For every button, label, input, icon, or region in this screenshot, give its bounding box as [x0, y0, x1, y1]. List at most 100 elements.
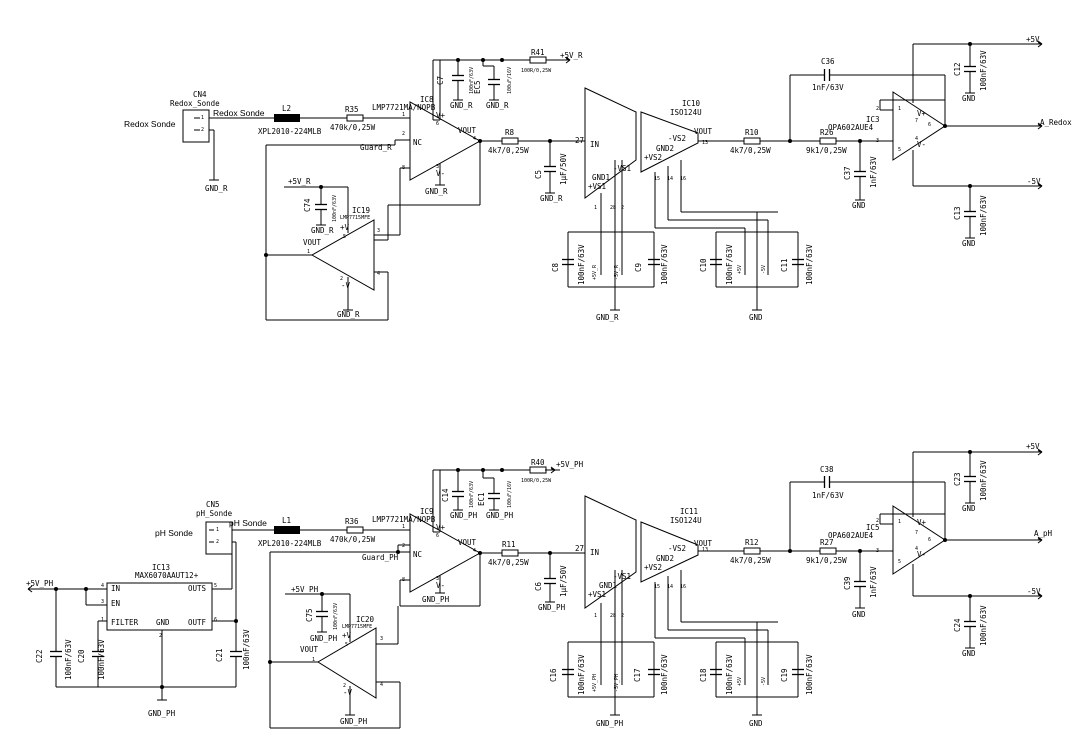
svg-text:ISO124U: ISO124U — [670, 108, 702, 117]
svg-text:1nF/63V: 1nF/63V — [812, 491, 844, 500]
redox-guard-label: Guard_R — [360, 143, 392, 152]
svg-text:VOUT: VOUT — [458, 538, 477, 547]
svg-text:15: 15 — [654, 584, 660, 590]
svg-text:4k7/0,25W: 4k7/0,25W — [730, 556, 771, 565]
svg-text:16: 16 — [680, 176, 686, 182]
svg-text:1: 1 — [307, 249, 310, 255]
svg-text:1nF/63V: 1nF/63V — [869, 156, 878, 188]
svg-text:100nF/63V: 100nF/63V — [469, 67, 475, 94]
svg-text:GND: GND — [962, 239, 976, 248]
svg-text:4: 4 — [380, 682, 383, 688]
svg-text:+V: +V — [340, 223, 350, 232]
svg-text:100uF/16V: 100uF/16V — [507, 481, 513, 508]
svg-text:R12: R12 — [745, 538, 759, 547]
svg-text:IC13: IC13 — [152, 563, 170, 572]
redox-isolation-amp-left — [584, 87, 637, 199]
svg-text:100nF/63V: 100nF/63V — [979, 460, 988, 501]
svg-text:XPL2010-224MLB: XPL2010-224MLB — [258, 127, 322, 136]
svg-text:2: 2 — [876, 106, 879, 112]
svg-text:3: 3 — [380, 636, 383, 642]
svg-text:+5V: +5V — [737, 677, 743, 686]
ph-connector — [205, 521, 233, 555]
svg-text:GND_R: GND_R — [596, 313, 619, 322]
svg-text:IN: IN — [590, 548, 599, 557]
svg-text:100nF/63V: 100nF/63V — [333, 603, 339, 630]
svg-text:GND_R: GND_R — [311, 226, 334, 235]
redox-output-amp-ic3 — [892, 91, 946, 161]
svg-text:VOUT: VOUT — [303, 238, 322, 247]
ph-output-amp-ic5 — [892, 505, 946, 575]
svg-text:9k1/0,25W: 9k1/0,25W — [806, 146, 847, 155]
svg-text:100nF/63V: 100nF/63V — [660, 654, 669, 695]
svg-text:FILTER: FILTER — [111, 618, 139, 627]
ph-opamp-ic9 — [409, 513, 482, 593]
svg-text:5: 5 — [898, 559, 901, 565]
svg-text:4k7/0,25W: 4k7/0,25W — [730, 146, 771, 155]
svg-text:C36: C36 — [821, 57, 835, 66]
svg-text:1µF/50V: 1µF/50V — [559, 153, 568, 185]
svg-text:IC3: IC3 — [866, 115, 880, 124]
svg-text:L1: L1 — [282, 516, 291, 525]
svg-text:GND: GND — [852, 201, 866, 210]
svg-text:4k7/0,25W: 4k7/0,25W — [488, 558, 529, 567]
svg-text:C20: C20 — [77, 649, 86, 663]
svg-text:GND_PH: GND_PH — [310, 634, 338, 643]
svg-text:100nF/63V: 100nF/63V — [979, 50, 988, 91]
svg-text:100nF/63V: 100nF/63V — [242, 629, 251, 670]
redox-connector — [182, 109, 210, 143]
svg-text:C39: C39 — [843, 576, 852, 590]
svg-text:2: 2 — [621, 205, 624, 211]
svg-text:470k/0,25W: 470k/0,25W — [330, 535, 376, 544]
svg-text:+5V_PH: +5V_PH — [592, 674, 598, 692]
svg-text:C21: C21 — [215, 648, 224, 662]
svg-text:2: 2 — [216, 539, 219, 545]
svg-text:GND_R: GND_R — [425, 187, 448, 196]
svg-text:V-: V- — [436, 581, 445, 590]
svg-text:GND: GND — [749, 719, 763, 728]
svg-text:V+: V+ — [917, 518, 927, 527]
reference-supply-label: +5V_PH — [26, 579, 54, 588]
redox-connector-ref: CN4 — [193, 90, 207, 99]
svg-text:IC9: IC9 — [420, 507, 434, 516]
svg-text:5: 5 — [898, 147, 901, 153]
svg-text:GND_R: GND_R — [450, 101, 473, 110]
svg-text:Guard_PH: Guard_PH — [362, 553, 399, 562]
redox-guard-buffer-ic19 — [310, 219, 375, 291]
svg-text:+5V_PH: +5V_PH — [291, 585, 319, 594]
svg-text:MAX6070AAUT12+: MAX6070AAUT12+ — [135, 571, 199, 580]
svg-text:1µF/50V: 1µF/50V — [559, 565, 568, 597]
svg-text:100nF/63V: 100nF/63V — [469, 481, 475, 508]
svg-text:GND: GND — [156, 618, 170, 627]
ph-block: CN5 pH_Sonde 1 2 pH Sonde pH Sonde L1 XP… — [155, 442, 1053, 729]
svg-text:GND: GND — [962, 94, 976, 103]
svg-text:C22: C22 — [35, 649, 44, 663]
svg-text:C16: C16 — [549, 668, 558, 682]
svg-text:GND2: GND2 — [656, 144, 674, 153]
redox-gnd-connector: GND_R — [205, 184, 228, 193]
svg-text:C11: C11 — [780, 258, 789, 272]
redox-block: CN4 Redox_Sonde 1 2 Redox Sonde Redox So… — [124, 35, 1072, 322]
svg-text:C24: C24 — [953, 618, 962, 632]
svg-text:C5: C5 — [534, 170, 543, 179]
svg-text:-V: -V — [341, 281, 351, 290]
svg-text:2: 2 — [402, 131, 405, 137]
redox-isolation-amp-right — [640, 111, 699, 173]
svg-text:IC19: IC19 — [352, 206, 370, 215]
svg-text:7: 7 — [915, 118, 918, 124]
svg-text:-VS2: -VS2 — [668, 134, 686, 143]
svg-text:V-: V- — [917, 550, 926, 559]
svg-text:2: 2 — [876, 518, 879, 524]
svg-text:5: 5 — [214, 583, 217, 589]
svg-text:-5V_R: -5V_R — [614, 264, 620, 280]
svg-text:V-: V- — [436, 169, 445, 178]
svg-text:3: 3 — [436, 164, 439, 170]
svg-text:LMP7715MFE: LMP7715MFE — [342, 624, 372, 630]
svg-text:GND_R: GND_R — [540, 194, 563, 203]
svg-text:100nF/63V: 100nF/63V — [660, 244, 669, 285]
reference-block: IC13 MAX6070AAUT12+ IN EN FILTER GND OUT… — [26, 542, 251, 718]
svg-text:2: 2 — [159, 633, 162, 639]
svg-text:4: 4 — [473, 548, 476, 554]
svg-text:100nF/63V: 100nF/63V — [725, 244, 734, 285]
redox-inductor — [274, 114, 300, 122]
